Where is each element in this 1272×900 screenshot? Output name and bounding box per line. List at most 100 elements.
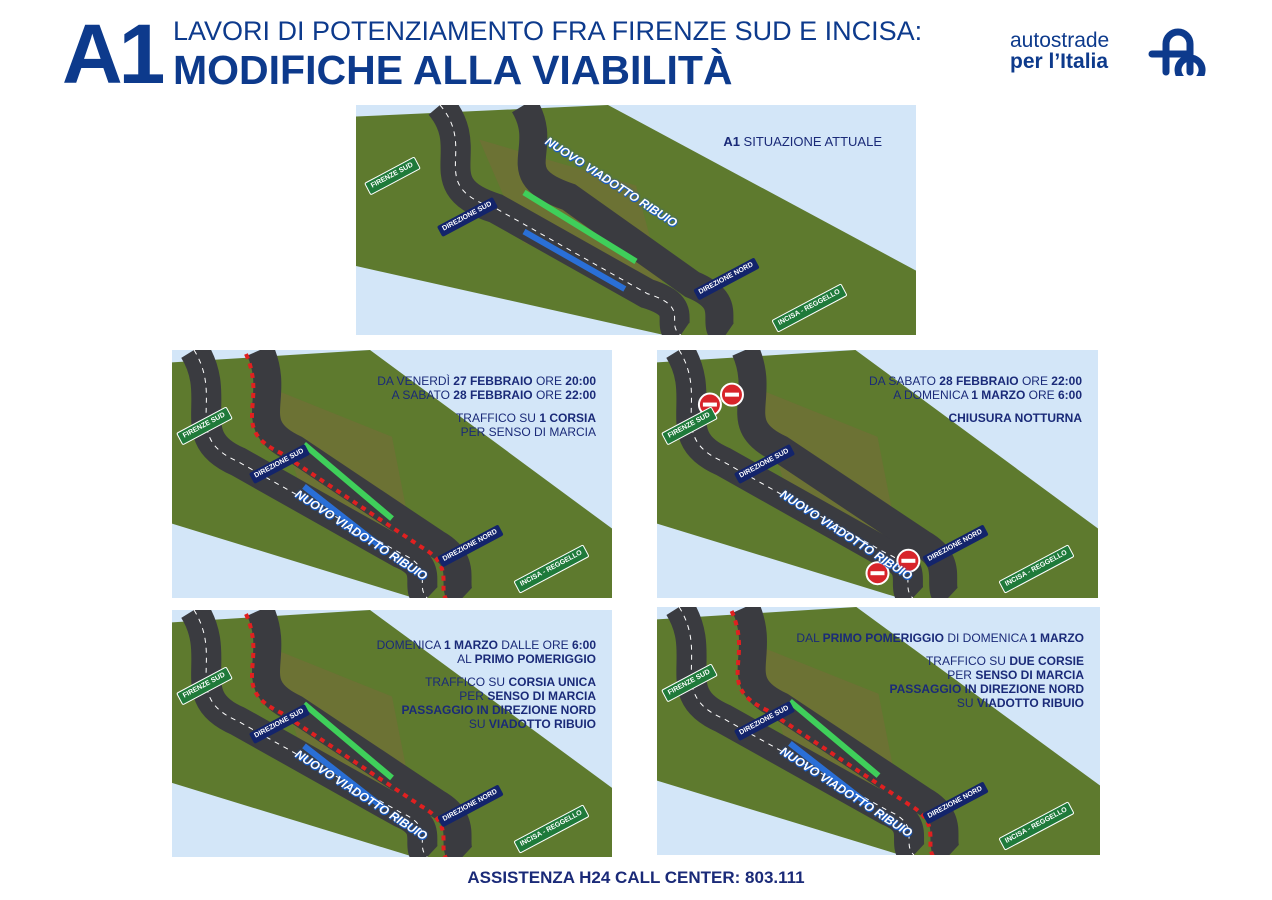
page-title: MODIFICHE ALLA VIABILITÀ [173, 47, 733, 93]
caption-text: DA SABATO [869, 374, 940, 388]
caption-text: DALLE ORE [497, 638, 572, 652]
caption-text: A DOMENICA [893, 388, 972, 402]
road-north [511, 105, 736, 335]
caption-text: TRAFFICO SU [425, 675, 509, 689]
barrier-marking [244, 613, 448, 857]
caption-text: TRAFFICO SU [455, 411, 540, 425]
road-illustration [356, 105, 916, 335]
panel-caption: A1 SITUAZIONE ATTUALE [723, 135, 882, 149]
logo-line-2: per l’Italia [1010, 50, 1109, 73]
caption-line: AL PRIMO POMERIGGIO [377, 652, 596, 666]
title-line-1: LAVORI DI POTENZIAMENTO FRA FIRENZE SUD … [173, 16, 923, 46]
caption-line: PER SENSO DI MARCIA [377, 425, 596, 439]
caption-text: ORE [532, 374, 566, 388]
caption-highlight: PRIMO POMERIGGIO [822, 631, 944, 645]
caption-line: SU VIADOTTO RIBUIO [796, 696, 1084, 710]
road-illustration [172, 350, 612, 598]
caption-text: DI DOMENICA [943, 631, 1030, 645]
caption-text: DAL [796, 631, 823, 645]
arrow-blue-south [302, 743, 386, 810]
caption-text: A SABATO [391, 388, 454, 402]
caption-text: ORE [1018, 374, 1052, 388]
a1-badge: A1 [62, 7, 165, 101]
arrow-green-north [302, 441, 394, 521]
caption-text: PER SENSO DI MARCIA [460, 425, 596, 439]
barrier-marking [729, 610, 935, 855]
caption-text: AL [457, 652, 475, 666]
caption-text: SU [468, 717, 489, 731]
caption-highlight: 1 MARZO [443, 638, 498, 652]
caption-highlight: 1 MARZO [1030, 631, 1084, 645]
caption-highlight: 28 FEBBRAIO [939, 374, 1019, 388]
caption-line: DA SABATO 28 FEBBRAIO ORE 22:00 [869, 374, 1082, 388]
caption-line: A SABATO 28 FEBBRAIO ORE 22:00 [377, 388, 596, 402]
caption-highlight: SENSO DI MARCIA [487, 689, 596, 703]
no-entry-bar [870, 571, 885, 576]
caption-highlight: VIADOTTO RIBUIO [488, 717, 596, 731]
caption-highlight: VIADOTTO RIBUIO [976, 696, 1084, 710]
caption-text: DOMENICA [376, 638, 444, 652]
barrier-marking [244, 353, 448, 598]
arrow-blue-south [302, 484, 386, 551]
caption-highlight: DUE CORSIE [1009, 654, 1084, 668]
caption-highlight: 6:00 [571, 638, 596, 652]
caption-line: TRAFFICO SU 1 CORSIA [377, 411, 596, 425]
arrow-green-north [787, 698, 881, 778]
caption-text: PER [459, 689, 488, 703]
sky-lower [657, 523, 900, 598]
no-entry-bar [702, 402, 717, 407]
caption-text: TRAFFICO SU [925, 654, 1010, 668]
sky-lower [657, 780, 901, 855]
caption-highlight: 6:00 [1057, 388, 1082, 402]
caption-text: ORE [1025, 388, 1058, 402]
caption-line: PER SENSO DI MARCIA [796, 668, 1084, 682]
caption-line: A1 SITUAZIONE ATTUALE [723, 135, 882, 149]
caption-highlight: PASSAGGIO IN DIREZIONE NORD [401, 703, 596, 717]
caption-line [377, 666, 596, 675]
caption-highlight: 22:00 [565, 388, 596, 402]
caption-line [796, 645, 1084, 654]
caption-line: PASSAGGIO IN DIREZIONE NORD [377, 703, 596, 717]
call-center-footer: ASSISTENZA H24 CALL CENTER: 803.111 [467, 868, 805, 887]
caption-line [869, 402, 1082, 411]
caption-highlight: CHIUSURA NOTTURNA [948, 411, 1082, 425]
caption-line [377, 402, 596, 411]
panel-caption: DAL PRIMO POMERIGGIO DI DOMENICA 1 MARZO… [796, 631, 1084, 710]
arrow-green-north [522, 189, 638, 264]
caption-highlight: 1 MARZO [971, 388, 1026, 402]
caption-line: TRAFFICO SU DUE CORSIE [796, 654, 1084, 668]
caption-highlight: 28 FEBBRAIO [453, 388, 533, 402]
arrow-green-north [302, 701, 394, 781]
caption-line: PER SENSO DI MARCIA [377, 689, 596, 703]
lane-marking [193, 610, 428, 857]
caption-highlight: 1 CORSIA [539, 411, 596, 425]
no-entry-bar [901, 558, 916, 563]
lane-marking [193, 350, 428, 598]
caption-highlight: A1 [723, 134, 740, 149]
caption-highlight: 20:00 [565, 374, 596, 388]
caption-line: TRAFFICO SU CORSIA UNICA [377, 675, 596, 689]
sky-lower [172, 523, 414, 598]
caption-highlight: SENSO DI MARCIA [975, 668, 1084, 682]
caption-line: CHIUSURA NOTTURNA [869, 411, 1082, 425]
caption-line: A DOMENICA 1 MARZO ORE 6:00 [869, 388, 1082, 402]
caption-line: DAL PRIMO POMERIGGIO DI DOMENICA 1 MARZO [796, 631, 1084, 645]
caption-highlight: PRIMO POMERIGGIO [474, 652, 596, 666]
caption-line: DA VENERDÌ 27 FEBBRAIO ORE 20:00 [377, 374, 596, 388]
sky-lower [356, 266, 664, 335]
lane-marking [678, 350, 914, 598]
caption-text: SU [956, 696, 977, 710]
caption-text: PER [947, 668, 976, 682]
caption-highlight: CORSIA UNICA [508, 675, 596, 689]
no-entry-bar [724, 392, 739, 397]
caption-text: DA VENERDÌ [377, 374, 454, 388]
lane-marking [678, 607, 915, 855]
